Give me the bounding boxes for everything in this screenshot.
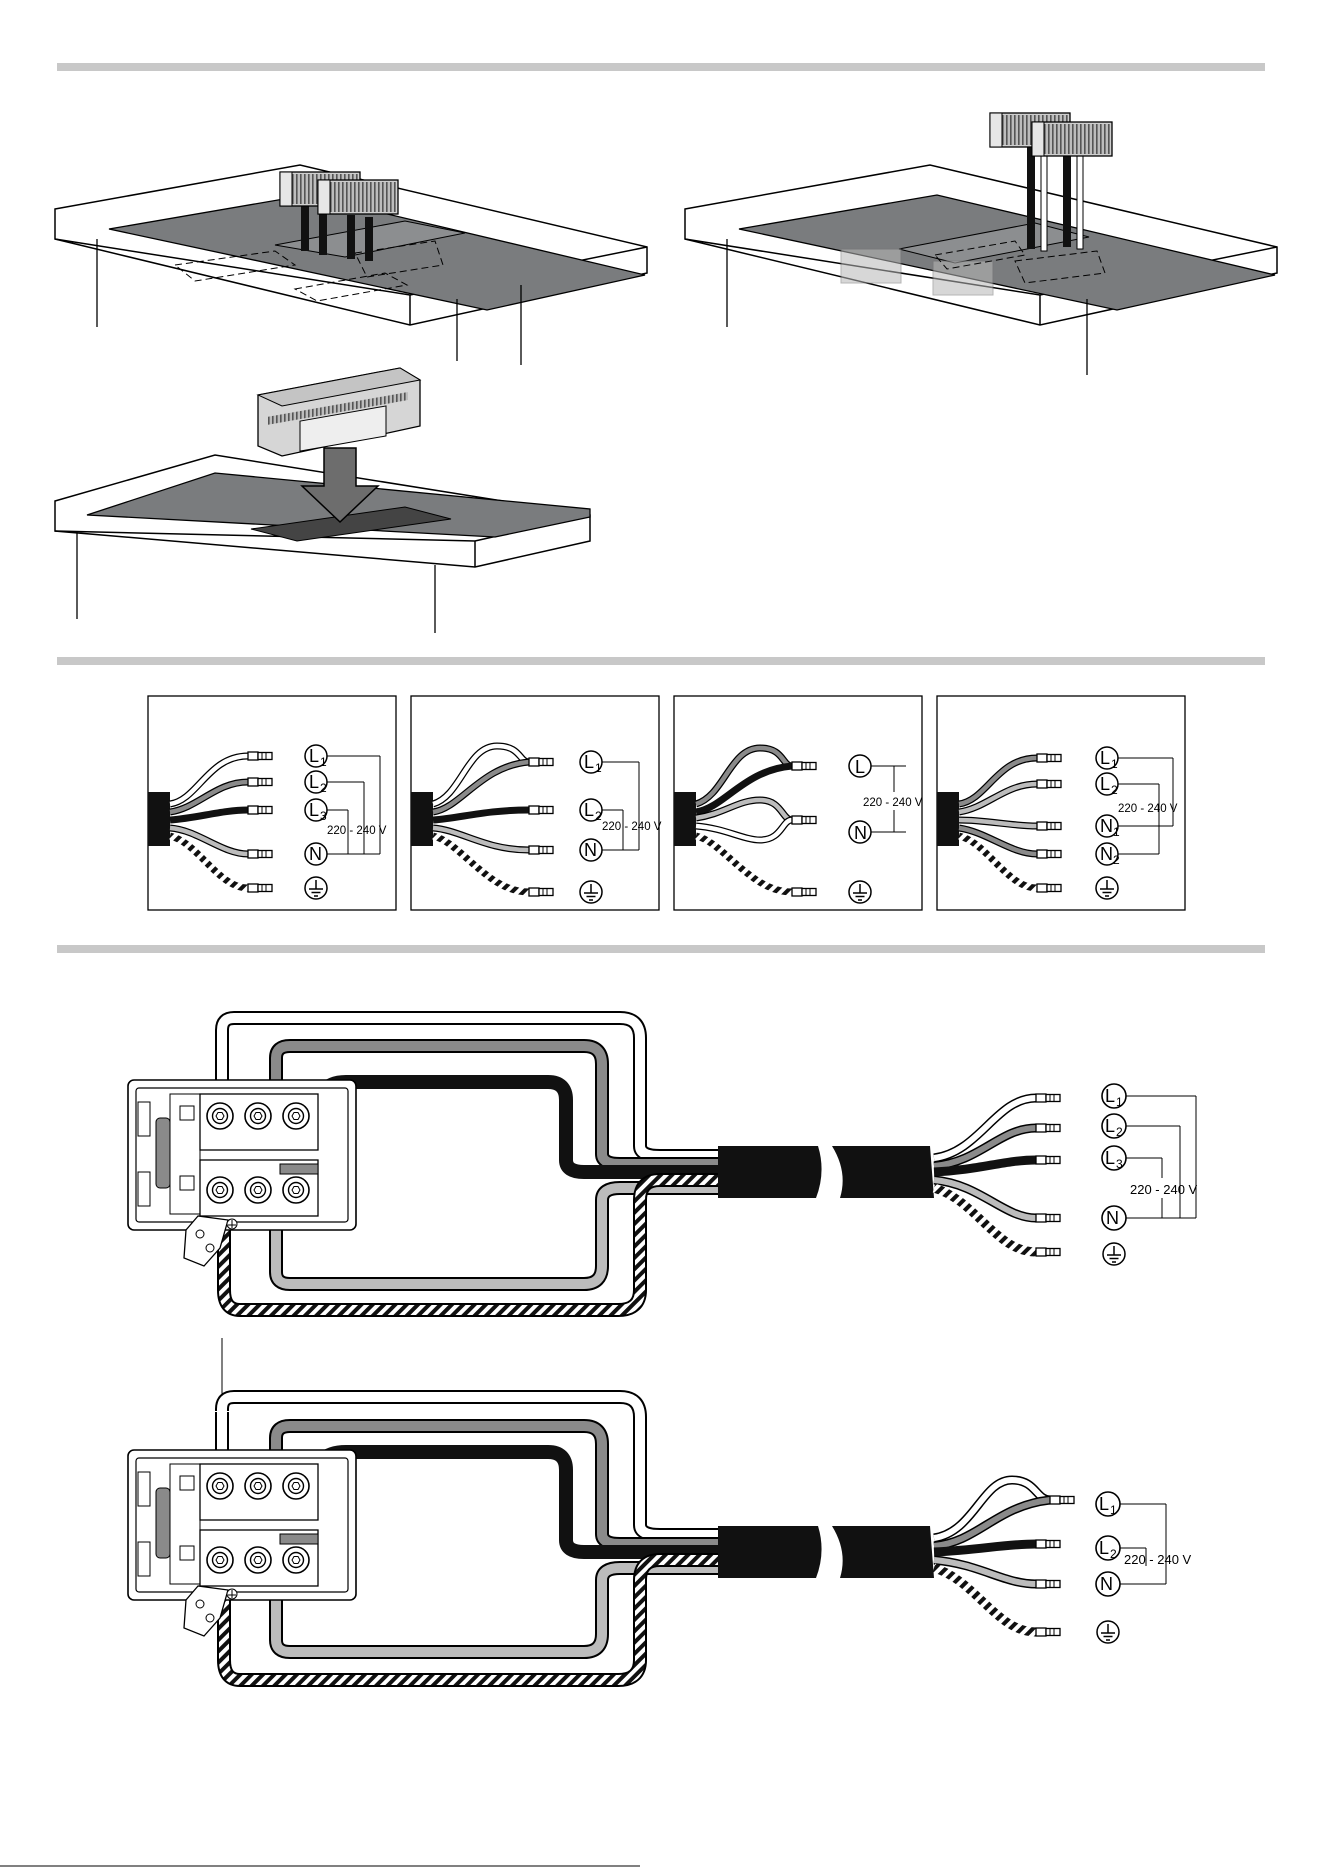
label-l1: L: [1100, 748, 1110, 768]
cable-option-2-phase-panel: [411, 696, 659, 910]
label-n: N: [1106, 1208, 1119, 1228]
voltage-label: 220 - 240 V: [1118, 803, 1178, 815]
section-divider-middle: [57, 657, 1265, 665]
voltage-label: 220 - 240 V: [327, 825, 387, 837]
wiring-diagram-2-phase: [128, 1338, 1166, 1680]
label-l1: L: [584, 752, 594, 772]
voltage-label: 220 - 240 V: [863, 797, 923, 809]
svg-text:1: 1: [1111, 757, 1118, 771]
induction-module: [258, 368, 420, 456]
svg-text:2: 2: [1110, 1547, 1117, 1561]
svg-text:3: 3: [320, 809, 327, 823]
label-n2: N: [1100, 844, 1113, 864]
label-l1: L: [1099, 1494, 1109, 1514]
hob-figure-remove-modules: [685, 145, 1277, 375]
svg-text:1: 1: [1116, 1095, 1123, 1109]
label-n: N: [584, 840, 597, 860]
svg-text:2: 2: [1111, 783, 1118, 797]
label-l2: L: [309, 772, 319, 792]
svg-text:1: 1: [320, 755, 327, 769]
label-l2: L: [1100, 774, 1110, 794]
svg-text:2: 2: [595, 809, 602, 823]
voltage-label: 220 - 240 V: [602, 821, 662, 833]
voltage-label: 220 - 240 V: [1124, 1552, 1192, 1567]
voltage-label: 220 - 240 V: [1130, 1182, 1198, 1197]
svg-text:2: 2: [1113, 853, 1120, 867]
svg-text:2: 2: [320, 781, 327, 795]
label-n: N: [1100, 1574, 1113, 1594]
label-l2: L: [1105, 1116, 1115, 1136]
section-divider-lower: [57, 945, 1265, 953]
label-l3: L: [1105, 1148, 1115, 1168]
label-l: L: [855, 757, 865, 777]
svg-text:3: 3: [1116, 1157, 1123, 1171]
label-l2: L: [1099, 1538, 1109, 1558]
label-n: N: [309, 844, 322, 864]
cable-option-3-phase-panel: [148, 696, 396, 910]
label-l1: L: [309, 746, 319, 766]
label-n: N: [854, 823, 867, 843]
svg-text:1: 1: [1110, 1503, 1117, 1517]
hob-figure-install-module: [55, 455, 590, 633]
label-l3: L: [309, 800, 319, 820]
label-l1: L: [1105, 1086, 1115, 1106]
svg-text:2: 2: [1116, 1125, 1123, 1139]
section-divider-top: [57, 63, 1265, 71]
label-l2: L: [584, 800, 594, 820]
svg-text:1: 1: [595, 761, 602, 775]
svg-text:1: 1: [1113, 825, 1120, 839]
wiring-diagram-3-phase: [128, 1018, 1196, 1310]
label-n1: N: [1100, 816, 1113, 836]
